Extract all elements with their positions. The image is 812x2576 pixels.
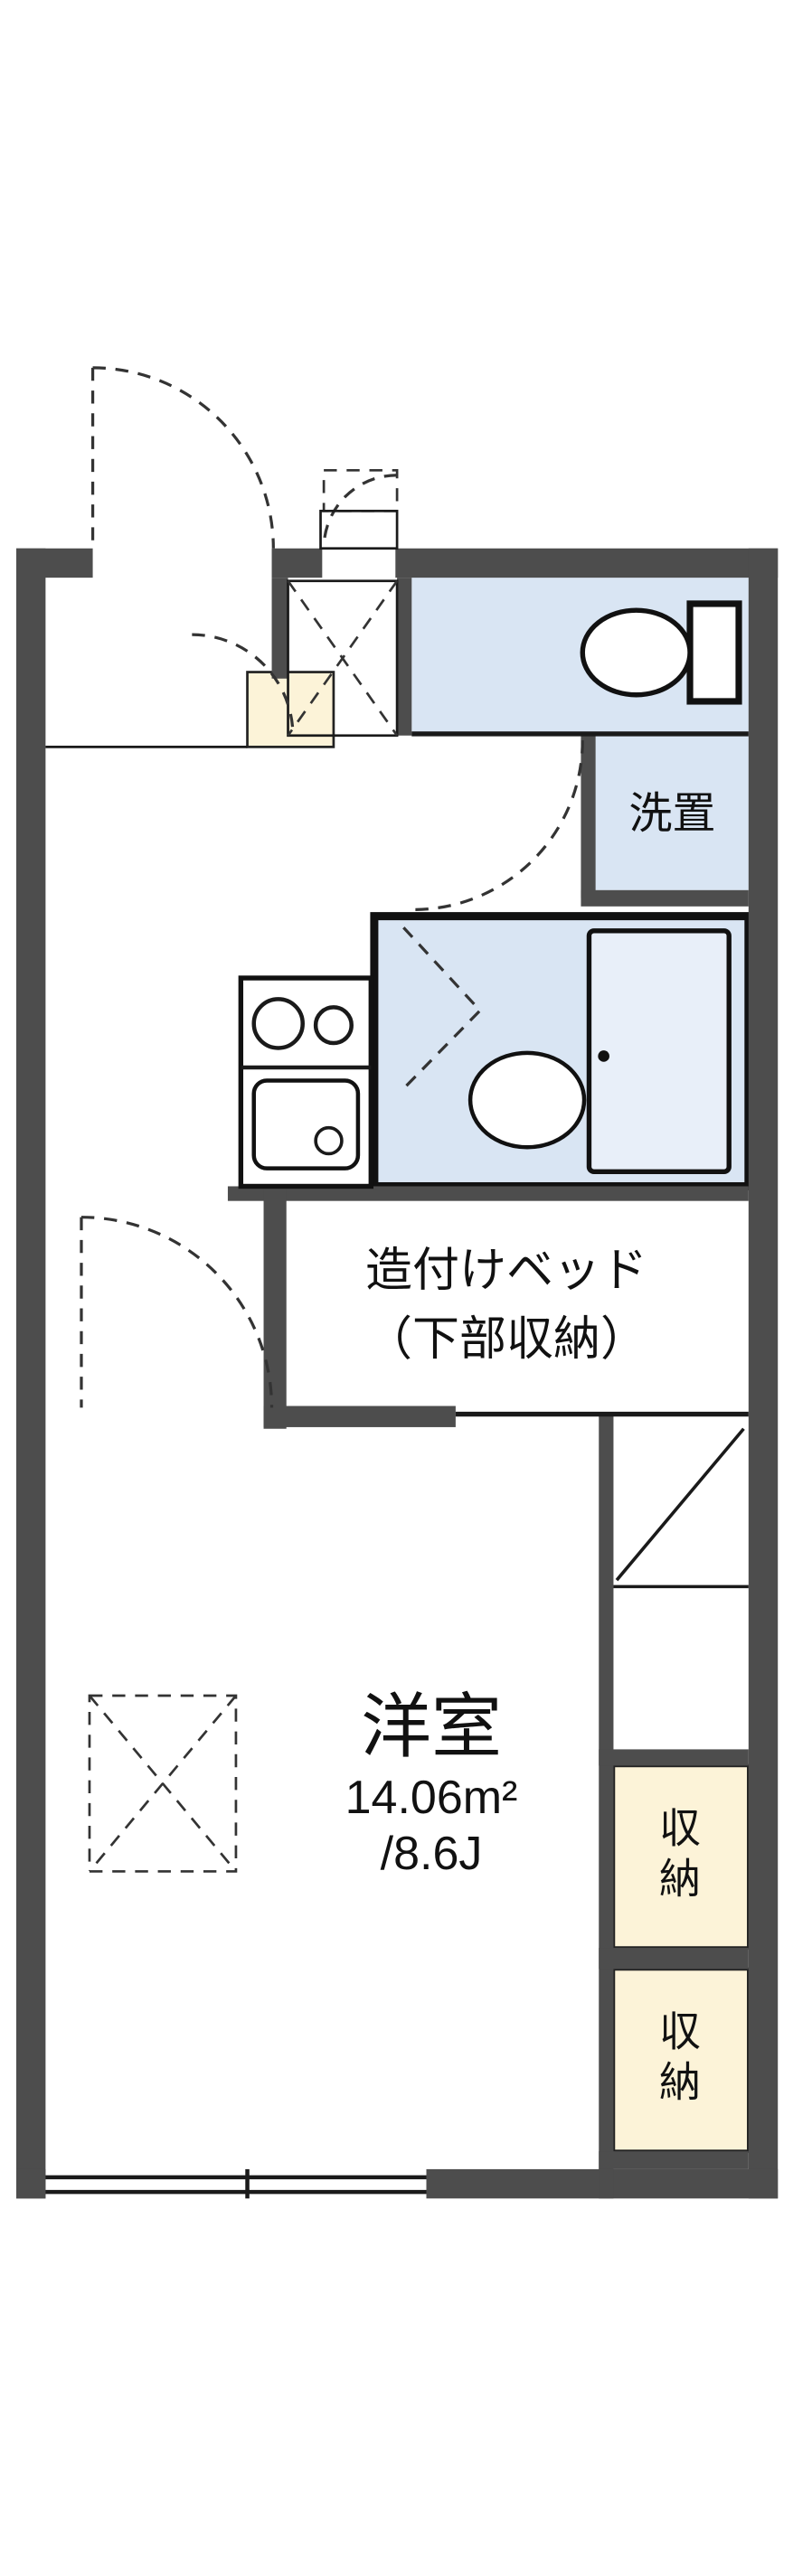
washer-left-wall [581, 735, 596, 898]
mid-horizontal-wall [227, 1186, 749, 1201]
washer-room [595, 735, 749, 890]
room-door-arc [80, 1216, 274, 1408]
bathtub [467, 1050, 587, 1150]
outer-wall-left [15, 548, 46, 2199]
bed-label-line2: （下部収納） [364, 1313, 647, 1366]
entry-closet-stub-wall [271, 578, 288, 679]
meter-box [319, 509, 399, 550]
toilet-bowl-fixture [580, 607, 693, 698]
washroom-door-arc [413, 740, 584, 912]
outer-wall-top-mid [271, 548, 323, 578]
sink-drain [314, 1125, 344, 1156]
entry-closet-cross-lines [287, 579, 399, 737]
washer-room-label: 洗置 [628, 790, 716, 838]
outer-wall-right [748, 548, 779, 2199]
storage-top-wall [599, 1749, 749, 1766]
bed-label-line1: 造付けベッド [364, 1245, 647, 1297]
entrance-door-arc [92, 366, 275, 549]
stove-burner-left [251, 997, 305, 1050]
bed-bottom-wall [263, 1406, 456, 1427]
dashed-furniture-box [88, 1694, 238, 1873]
toilet-tank [686, 600, 742, 705]
closet-column-left-wall [599, 1414, 614, 2199]
storage-upper-label: 収納 [654, 1806, 701, 1907]
storage-bottom-wall [599, 2151, 749, 2169]
bathroom-door-panel [586, 928, 732, 1174]
main-room-name: 洋室 [360, 1687, 502, 1766]
entry-inner-door-arc [192, 633, 295, 736]
built-in-bed-label: 造付けベッド （下部収納） [271, 1236, 741, 1374]
entry-closet-outline [287, 579, 399, 738]
stove-burner-right [313, 1005, 354, 1046]
room-area-sqm: 14.06m² [345, 1772, 518, 1824]
room-area-tatami: /8.6J [380, 1828, 483, 1880]
bed-left-wall [263, 1186, 287, 1429]
bath-door-swing-lines [402, 926, 483, 1090]
storage-mid-wall [599, 1948, 749, 1970]
toilet-left-wall [397, 578, 412, 736]
storage-lower-label: 収納 [654, 2009, 701, 2111]
outer-wall-bottom-left-stub [15, 2168, 46, 2199]
main-room-label-block: 洋室 14.06m² /8.6J [250, 1683, 612, 1882]
washer-bottom-wall [581, 889, 749, 907]
bathroom-door-handle [598, 1050, 609, 1062]
meter-box-door-dashed [322, 468, 399, 512]
closet-diagonal-line [615, 1427, 745, 1582]
dashed-furniture-cross [88, 1695, 237, 1873]
meter-box-door-arc [322, 474, 398, 549]
outer-wall-top-right [395, 548, 779, 578]
kitchen-sink [251, 1078, 361, 1170]
